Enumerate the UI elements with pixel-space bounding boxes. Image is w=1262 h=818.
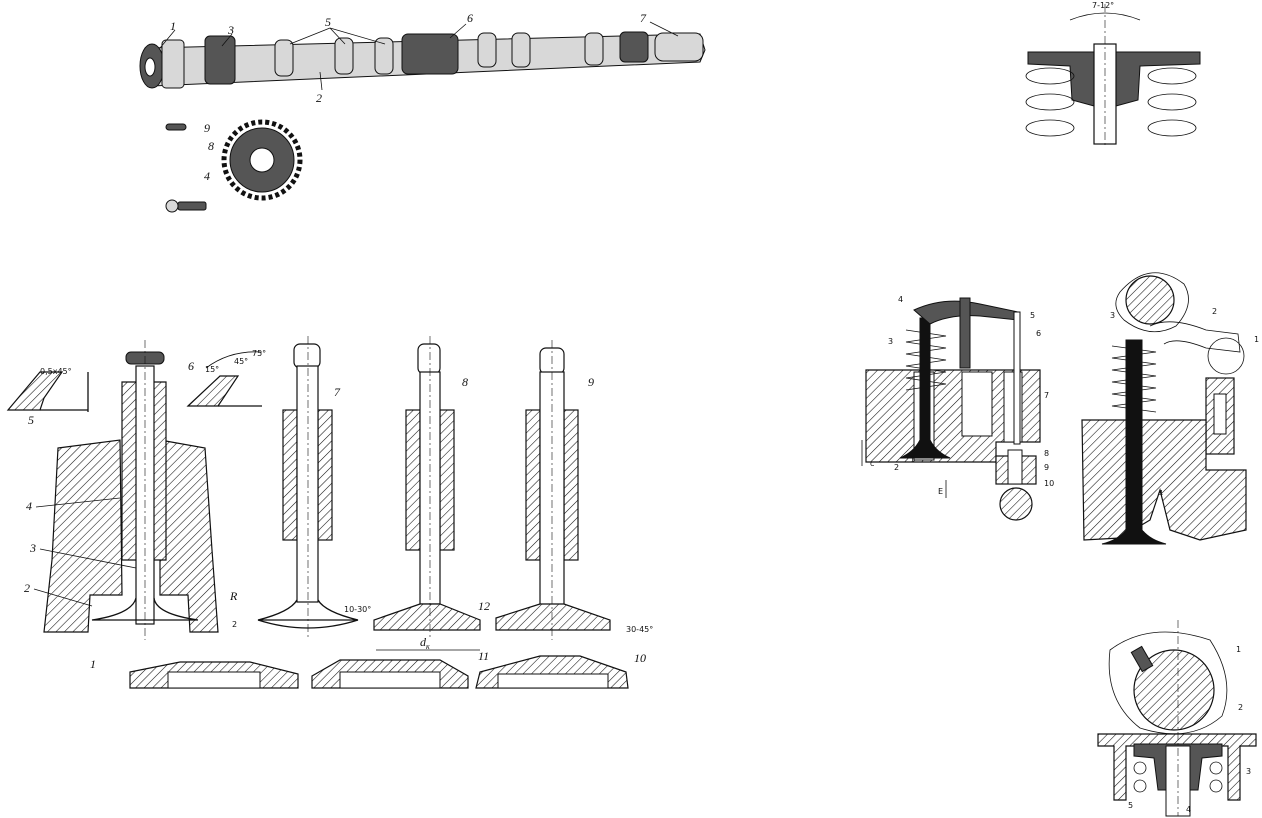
angle-45-annotation: 45° [234,357,248,366]
dk-annotation: dк [420,635,430,651]
bucket-label-3: 3 [1246,767,1251,776]
camshaft-label-5: 5 [325,15,331,29]
valve-label-11: 11 [478,649,489,663]
seat-detail-6 [186,351,263,407]
rocker-label-1: 1 [910,455,915,464]
camshaft [139,31,706,89]
valve-label-4: 4 [26,499,32,513]
rocker-label-2: 2 [894,463,899,472]
angle-15-annotation: 15° [205,365,219,374]
seat-detail-5 [6,371,89,412]
camshaft-assembly: 1 3 5 6 7 2 9 8 4 [139,11,706,213]
valve-label-2: 2 [24,581,30,595]
bucket-label-5: 5 [1128,801,1133,810]
camshaft-label-4: 4 [204,169,210,183]
chamfer-annotation: 0,5x45° [40,367,72,376]
bucket-label-4: 4 [1186,805,1191,814]
ohc-label-1: 1 [1254,335,1259,344]
rocker-arm-mechanism: c E 4 5 6 3 7 2 1 8 9 10 [861,295,1054,521]
cylinder-head-section [43,340,219,640]
valve-label-7: 7 [334,385,341,399]
seat-angle-annotation: 10-30° [344,605,371,614]
rocker-label-6: 6 [1036,329,1041,338]
valve-label-6: 6 [188,359,194,373]
cap-angle-annotation: 7-12° [1092,1,1114,10]
camshaft-label-8: 8 [208,139,214,153]
camshaft-label-2: 2 [316,91,322,105]
valve-label-8: 8 [462,375,468,389]
camshaft-label-9: 9 [204,121,210,135]
dim-2-annotation: 2 [232,620,237,629]
ohc-label-2: 2 [1212,307,1217,316]
camshaft-label-3: 3 [227,23,234,37]
ohc-label-4: 4 [1158,489,1163,498]
valve-spring [905,329,947,391]
angle-75-annotation: 75° [252,349,266,358]
bucket-label-2: 2 [1238,703,1243,712]
rocker-label-7: 7 [1044,391,1049,400]
bucket-tappet-mechanism: 1 2 3 4 5 [1097,620,1257,817]
valve-sections: 5 6 0,5x45° 15° 45° 75° 4 3 2 [6,336,653,689]
camshaft-label-1: 1 [170,19,176,33]
seat-ring-10 [475,655,629,689]
dowel-pin [165,123,187,131]
valve-8 [373,336,481,640]
rocker-gap-e: E [938,487,943,496]
rocker-gap-c: c [870,459,874,468]
camshaft-label-6: 6 [467,11,473,25]
ohc-label-3: 3 [1110,311,1115,320]
seat-ring-1 [129,661,299,689]
ohc-finger-mechanism: 3 2 1 4 [1081,272,1259,545]
rocker-label-9: 9 [1044,463,1049,472]
rocker-label-3: 3 [888,337,893,346]
camshaft-label-7: 7 [640,11,647,25]
cone-angle-annotation: 30-45° [626,625,653,634]
seat-ring-11 [311,659,469,689]
bolt-with-washer [165,199,207,213]
rocker-label-8: 8 [1044,449,1049,458]
bucket-label-1: 1 [1236,645,1241,654]
rocker-label-10: 10 [1044,479,1054,488]
rocker-label-5: 5 [1030,311,1035,320]
valve-label-5: 5 [28,413,34,427]
valve-label-9: 9 [588,375,594,389]
valve-9 [495,340,611,640]
valve-7 [257,336,359,640]
spring-cap-detail: 7-12° [1025,1,1201,146]
valve-label-R: R [229,589,238,603]
valve-label-1: 1 [90,657,96,671]
valve-label-3: 3 [29,541,36,555]
valve-label-10: 10 [634,651,646,665]
cam-gear [221,119,303,201]
valve-label-12: 12 [478,599,490,613]
rocker-label-4: 4 [898,295,903,304]
